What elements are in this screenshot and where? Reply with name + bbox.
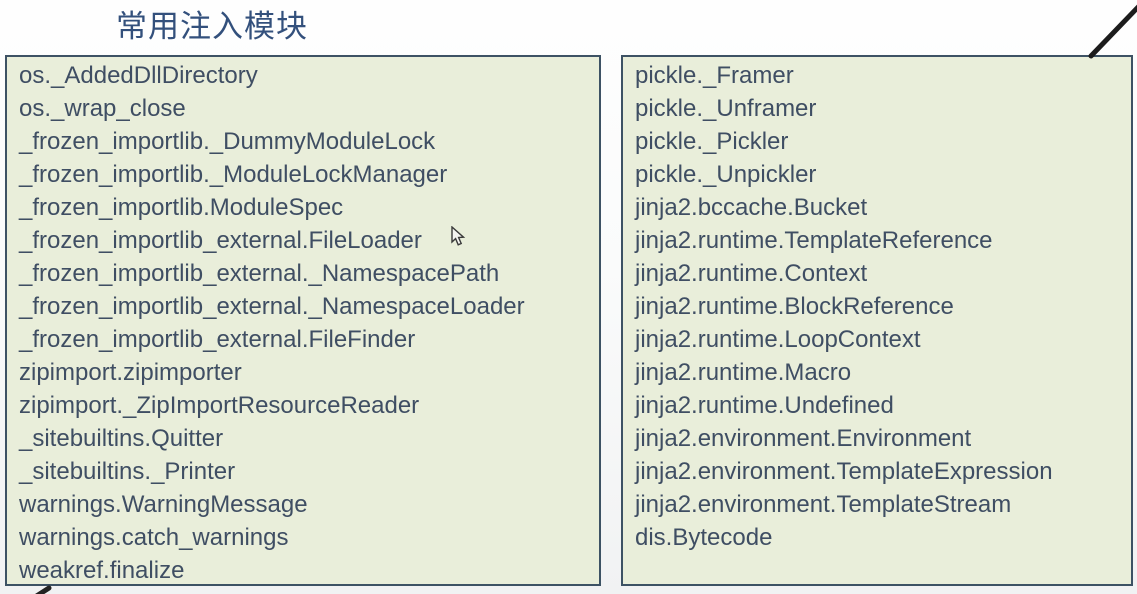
module-list-item: _frozen_importlib.ModuleSpec [19, 194, 344, 221]
module-panel-right: pickle._Framer pickle._Unframer pickle._Pi… [621, 55, 1133, 586]
module-panel-left: os._AddedDllDirectory os._wrap_close _froz… [5, 55, 601, 586]
module-list-item: warnings.catch_warnings [19, 524, 289, 551]
module-list-item: _frozen_importlib._ModuleLockManager [19, 161, 448, 188]
module-list-item: jinja2.environment.TemplateExpression [635, 458, 1053, 485]
module-list-right: pickle._Framer pickle._Unframer pickle._Pi… [623, 57, 1131, 554]
module-list-item: jinja2.environment.Environment [635, 425, 972, 452]
module-list-item: _frozen_importlib_external._NamespaceLoa… [19, 293, 525, 320]
module-list-item: os._AddedDllDirectory [19, 62, 258, 89]
module-list-item: warnings.WarningMessage [19, 491, 308, 518]
module-list-item: jinja2.runtime.Undefined [635, 392, 894, 419]
module-list-item: pickle._Pickler [635, 128, 789, 155]
diagonal-annotation-line [1088, 4, 1137, 59]
module-list-left: os._AddedDllDirectory os._wrap_close _froz… [7, 57, 599, 584]
module-list-item: os._wrap_close [19, 95, 186, 122]
module-list-item: jinja2.runtime.LoopContext [635, 326, 921, 353]
module-list-item: jinja2.environment.TemplateStream [635, 491, 1012, 518]
module-list-item: jinja2.bccache.Bucket [635, 194, 868, 221]
module-list-item: zipimport._ZipImportResourceReader [19, 392, 420, 419]
module-list-item: _frozen_importlib._DummyModuleLock [19, 128, 436, 155]
module-list-item: pickle._Unpickler [635, 161, 817, 188]
module-list-item: _sitebuiltins._Printer [19, 458, 236, 485]
module-list-item: _frozen_importlib_external._NamespacePat… [19, 260, 500, 287]
module-list-item: jinja2.runtime.Context [635, 260, 868, 287]
module-list-item: _frozen_importlib_external.FileLoader [19, 227, 422, 254]
module-list-item: _sitebuiltins.Quitter [19, 425, 224, 452]
module-list-item: zipimport.zipimporter [19, 359, 242, 386]
module-list-item: weakref.finalize [19, 557, 185, 584]
module-list-item: dis.Bytecode [635, 524, 773, 551]
page-title: 常用注入模块 [116, 9, 308, 44]
module-list-item: pickle._Framer [635, 62, 794, 89]
module-list-item: _frozen_importlib_external.FileFinder [19, 326, 416, 353]
module-list-item: jinja2.runtime.BlockReference [635, 293, 954, 320]
module-list-item: jinja2.runtime.Macro [635, 359, 852, 386]
module-list-item: pickle._Unframer [635, 95, 817, 122]
module-list-item: jinja2.runtime.TemplateReference [635, 227, 993, 254]
annotation-mark [35, 585, 52, 594]
